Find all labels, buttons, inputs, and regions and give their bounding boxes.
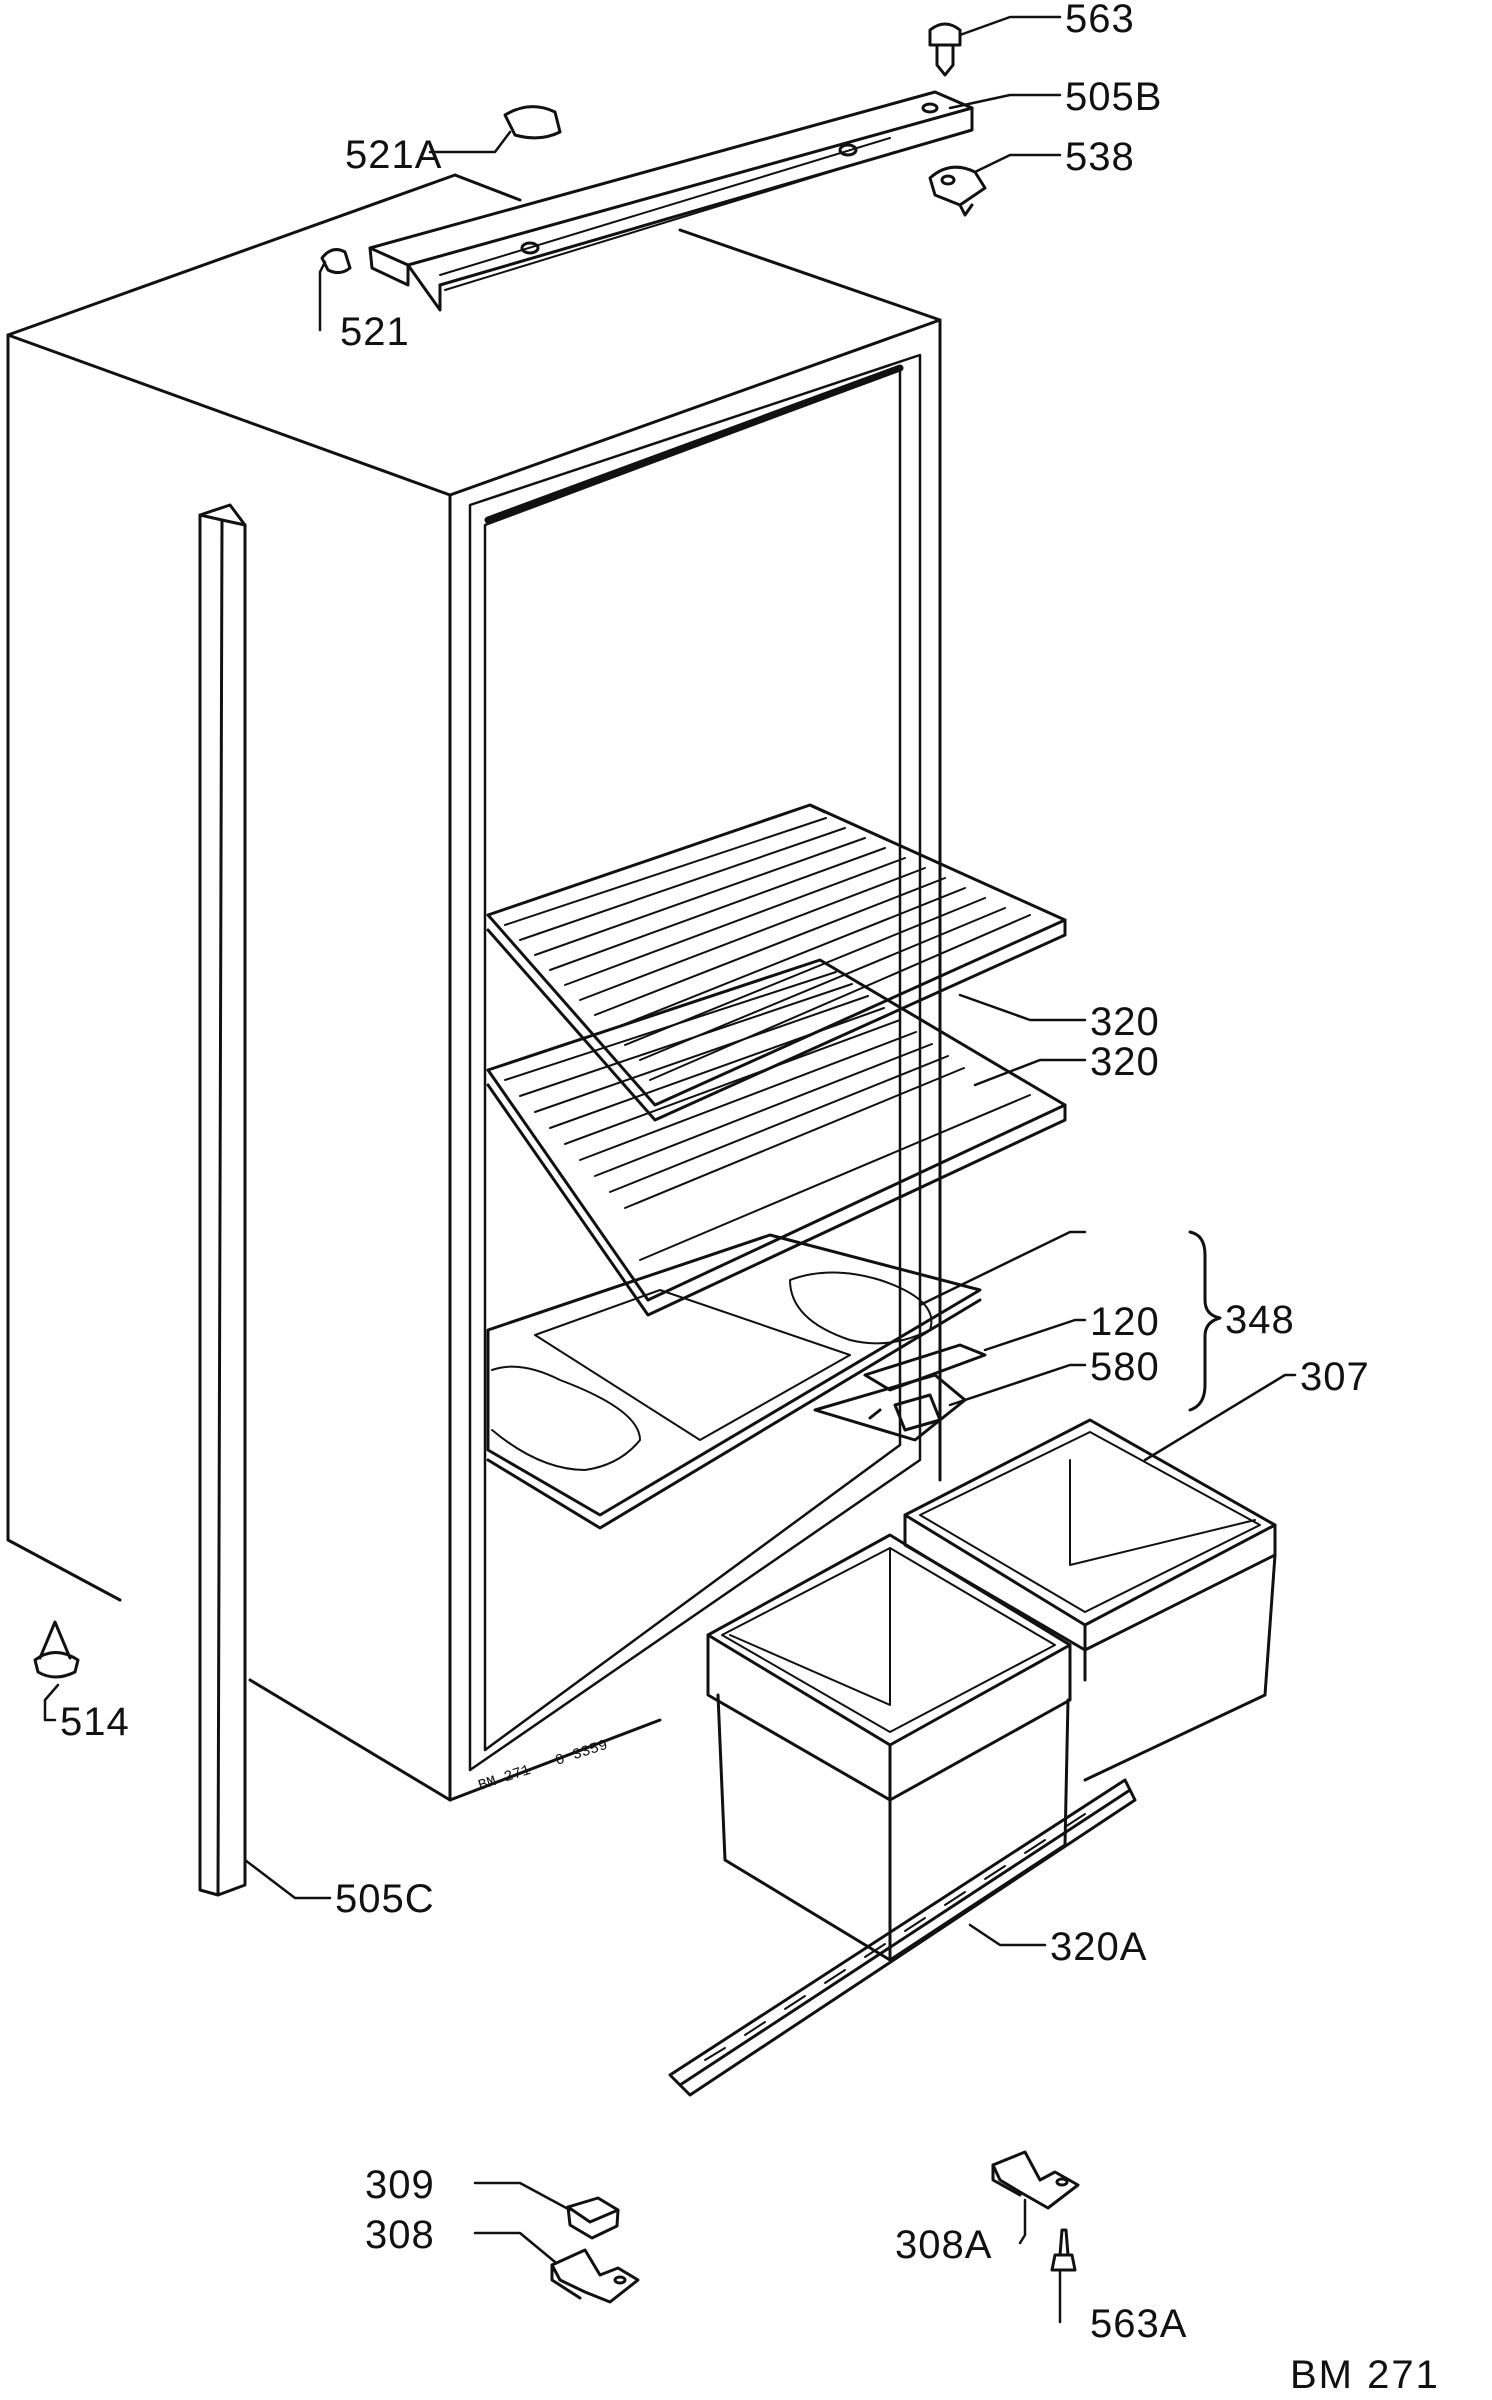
label-563: 563 [1065, 0, 1135, 41]
label-505c: 505C [335, 1877, 435, 1921]
top-hinge-rail-505b [368, 90, 974, 312]
crisper-bin-307-left [706, 1533, 1072, 1962]
hinge-pin-538-icon [928, 165, 987, 217]
label-514: 514 [60, 1700, 130, 1744]
cover-dots-right [789, 1271, 933, 1345]
leader-lines [43, 15, 1297, 2324]
label-308: 308 [365, 2213, 435, 2257]
label-308a: 308A [895, 2223, 992, 2267]
cap-521-icon [320, 248, 352, 275]
crisper-bin-307-right [903, 1418, 1277, 1782]
label-563a: 563A [1090, 2302, 1187, 2346]
label-348: 348 [1225, 1298, 1295, 1342]
crisper-panel-120 [863, 1343, 987, 1392]
foot-514-icon [33, 1620, 80, 1679]
screw-563-icon [928, 22, 962, 77]
label-307: 307 [1300, 1355, 1370, 1399]
hinge-308-icon [550, 2248, 640, 2304]
label-320a: 320A [1050, 1925, 1147, 1969]
shelf-support-bar-320a [668, 1778, 1137, 2097]
shelf-320-lower [486, 958, 1067, 1317]
label-505b: 505B [1065, 75, 1162, 119]
cap-521a-icon [503, 105, 562, 140]
diagram-title: BM 271 [1290, 2353, 1440, 2397]
label-320-upper: 320 [1090, 1000, 1160, 1044]
label-521: 521 [340, 310, 410, 354]
drawing-code: BM 271 - 0 3359 [476, 1737, 610, 1795]
label-538: 538 [1065, 135, 1135, 179]
label-580: 580 [1090, 1345, 1160, 1389]
label-320-lower: 320 [1090, 1040, 1160, 1084]
label-120: 120 [1090, 1300, 1160, 1344]
cabinet [6, 173, 942, 1802]
label-521a: 521A [345, 133, 442, 177]
label-309: 309 [365, 2163, 435, 2207]
part-labels: 563 505B 521A 538 521 320 320 348 120 58… [60, 0, 1370, 2346]
group-brace-348 [1188, 1230, 1222, 1412]
crisper-cover-348 [486, 1233, 982, 1530]
cover-dots-left [491, 1365, 641, 1471]
cap-309-icon [566, 2196, 620, 2240]
shelf-320-upper [486, 803, 1067, 1122]
hinge-308a-icon [991, 2150, 1080, 2210]
door-strip-505c [198, 503, 247, 1897]
screw-563a-icon [1050, 2228, 1077, 2272]
